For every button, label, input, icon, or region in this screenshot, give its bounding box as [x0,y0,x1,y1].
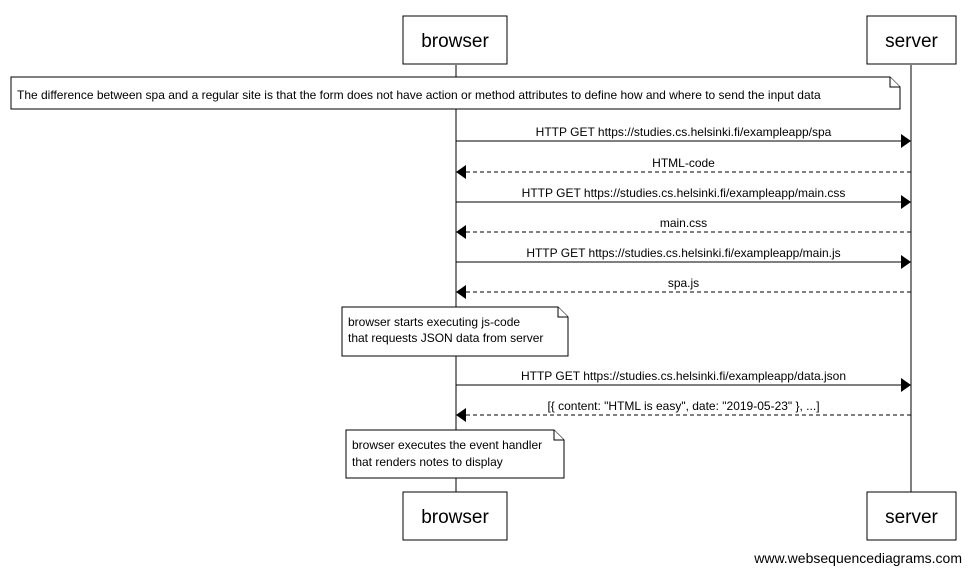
arrowhead-icon [901,134,911,148]
arrowhead-icon [456,285,466,299]
note-line: that renders notes to display [352,455,503,469]
actor-label: server [885,31,938,52]
message-7: HTTP GET https://studies.cs.helsinki.fi/… [456,369,911,392]
note-spa-difference: The difference between spa and a regular… [10,76,901,110]
note-line: browser executes the event handler [352,438,542,452]
note-line: The difference between spa and a regular… [17,88,821,102]
message-label: spa.js [668,276,699,290]
arrowhead-icon [901,195,911,209]
footer-watermark: www.websequencediagrams.com [754,550,962,566]
message-1: HTTP GET https://studies.cs.helsinki.fi/… [456,125,911,148]
message-label: HTTP GET https://studies.cs.helsinki.fi/… [526,246,840,260]
message-4: main.css [456,216,911,239]
message-6: spa.js [456,276,911,299]
actor-label: browser [421,507,489,528]
actor-browser-bottom: browser [402,491,508,541]
message-3: HTTP GET https://studies.cs.helsinki.fi/… [456,186,911,209]
actor-label: server [885,507,938,528]
note-js-code: browser starts executing js-code that re… [341,306,569,357]
arrowhead-icon [901,255,911,269]
actor-label: browser [421,31,489,52]
arrowhead-icon [901,378,911,392]
arrowhead-icon [456,165,466,179]
message-8: [{ content: "HTML is easy", date: "2019-… [456,399,911,422]
message-label: HTTP GET https://studies.cs.helsinki.fi/… [536,125,832,139]
message-label: [{ content: "HTML is easy", date: "2019-… [547,399,819,413]
note-event-handler: browser executes the event handler that … [345,429,565,479]
actor-server-top: server [866,15,957,65]
message-2: HTML-code [456,156,911,179]
message-label: HTTP GET https://studies.cs.helsinki.fi/… [522,186,846,200]
message-label: HTTP GET https://studies.cs.helsinki.fi/… [521,369,846,383]
actor-browser-top: browser [402,15,508,65]
message-label: HTML-code [652,156,715,170]
arrowhead-icon [456,408,466,422]
message-label: main.css [660,216,707,230]
arrowhead-icon [456,225,466,239]
message-5: HTTP GET https://studies.cs.helsinki.fi/… [456,246,911,269]
note-line: browser starts executing js-code [348,315,520,329]
actor-server-bottom: server [866,491,957,541]
messages: HTTP GET https://studies.cs.helsinki.fi/… [456,125,911,422]
note-line: that requests JSON data from server [348,331,543,345]
